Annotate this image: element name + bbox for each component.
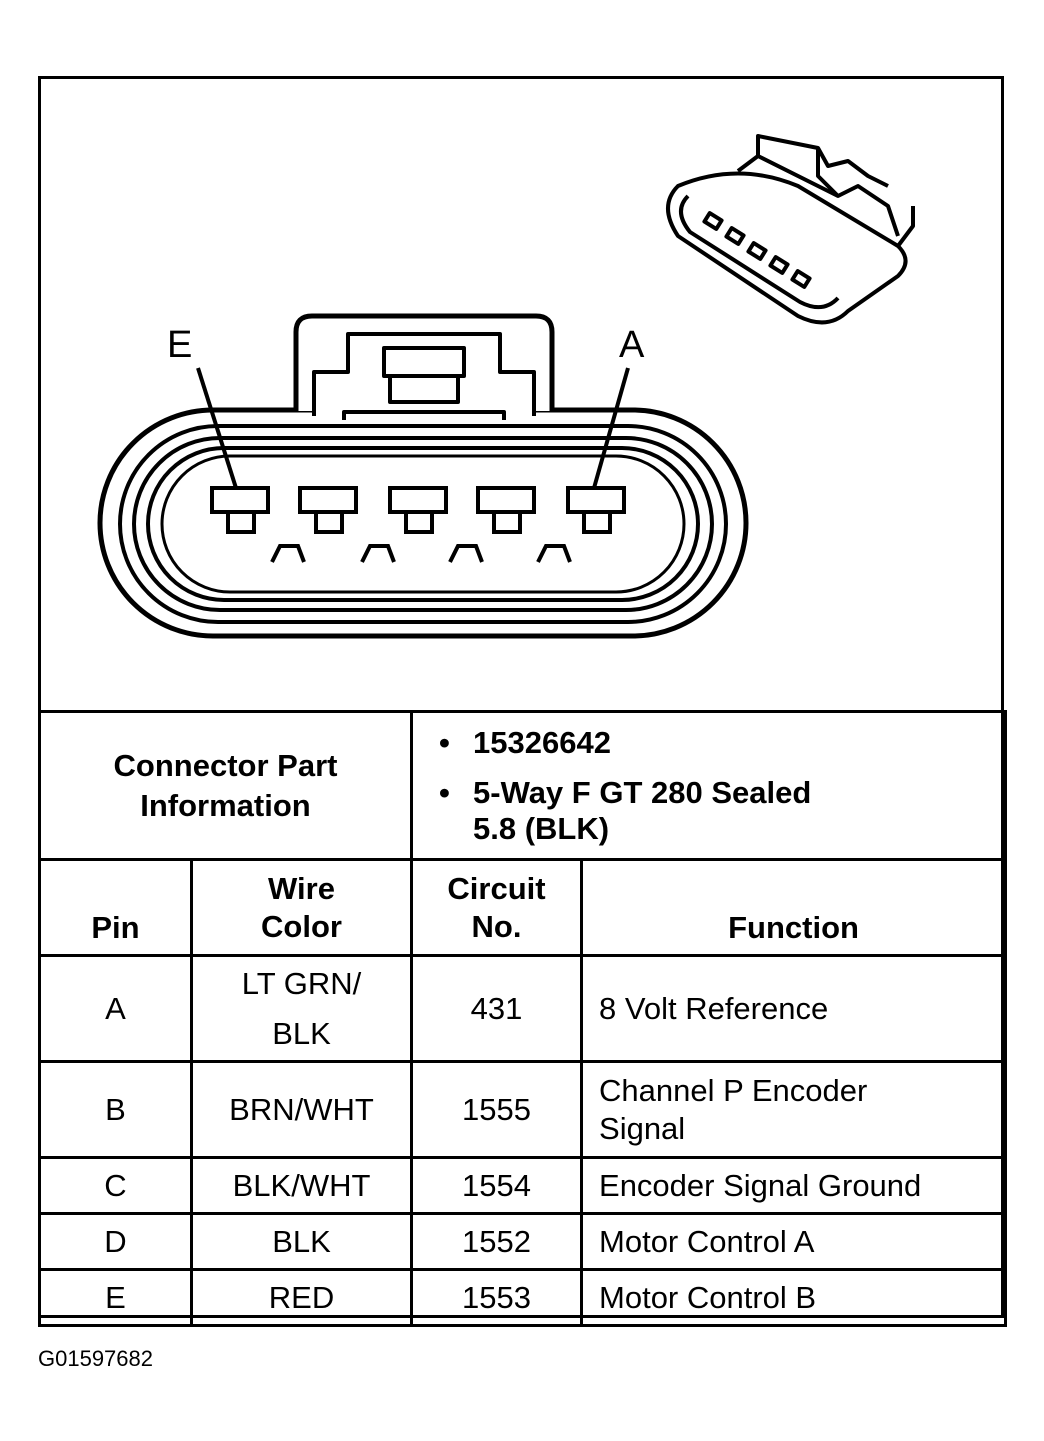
table-header-row: Pin Wire Color Circuit No. Function	[38, 858, 1008, 957]
wire-color-cell: RED	[189, 1268, 414, 1327]
terminal-cavities	[210, 486, 626, 534]
circuit-cell: 1553	[410, 1268, 584, 1327]
header-circuit: Circuit No.	[410, 858, 584, 957]
info-label-line1: Connector Part	[113, 747, 338, 783]
function-line1: Channel P Encoder	[599, 1072, 868, 1108]
pin-cell: D	[38, 1212, 193, 1271]
pin-leader-lines	[196, 367, 630, 489]
table-row: B BRN/WHT 1555 Channel P Encoder Signal	[38, 1060, 1008, 1159]
pin-cell: E	[38, 1268, 193, 1327]
connector-description-cont: 5.8 (BLK)	[473, 810, 610, 846]
function-cell: Motor Control B	[580, 1268, 1008, 1327]
header-circuit-line2: No.	[471, 908, 522, 944]
connector-face-drawing	[97, 134, 915, 639]
pin-cell: C	[38, 1156, 193, 1215]
connector-table: Connector Part Information • 15326642 • 5-…	[37, 710, 1008, 1327]
connector-description: 5-Way F GT 280 Sealed	[473, 774, 812, 810]
wire-color-line2: BLK	[272, 1015, 331, 1051]
terminal-e	[210, 486, 270, 534]
wire-color-cell: BRN/WHT	[189, 1060, 414, 1159]
circuit-cell: 1555	[410, 1060, 584, 1159]
circuit-cell: 1554	[410, 1156, 584, 1215]
wire-color-cell: BLK/WHT	[189, 1156, 414, 1215]
figure-id: G01597682	[38, 1346, 153, 1371]
wire-color-cell: BLK	[189, 1212, 414, 1271]
connector-face	[97, 313, 749, 639]
header-wire-color-line1: Wire	[268, 870, 335, 906]
terminal-c	[388, 486, 448, 534]
terminal-b	[476, 486, 536, 534]
connector-diagram: E A	[38, 76, 1004, 710]
header-pin: Pin	[38, 858, 193, 957]
pin-label-a: A	[619, 324, 645, 366]
connector-info-values: • 15326642 • 5-Way F GT 280 Sealed 5.8 (BL…	[410, 710, 1008, 861]
bullet-icon: •	[439, 724, 450, 760]
wire-color-cell: LT GRN/ BLK	[189, 954, 414, 1063]
table-row: E RED 1553 Motor Control B	[38, 1268, 1008, 1327]
circuit-cell: 1552	[410, 1212, 584, 1271]
header-wire-color-line2: Color	[261, 908, 342, 944]
circuit-cell: 431	[410, 954, 584, 1063]
pin-cell: A	[38, 954, 193, 1063]
pin-label-e: E	[167, 324, 193, 366]
pin-cell: B	[38, 1060, 193, 1159]
function-line2: Signal	[599, 1110, 686, 1146]
part-number: 15326642	[473, 724, 611, 760]
terminal-a	[566, 486, 626, 534]
connector-3d-view	[666, 134, 915, 325]
table-row: D BLK 1552 Motor Control A	[38, 1212, 1008, 1271]
table-row: C BLK/WHT 1554 Encoder Signal Ground	[38, 1156, 1008, 1215]
terminal-d	[298, 486, 358, 534]
info-label-line2: Information	[140, 787, 311, 823]
bullet-icon: •	[439, 774, 450, 810]
connector-info-label: Connector Part Information	[37, 710, 414, 861]
function-cell: Channel P Encoder Signal	[580, 1060, 1008, 1159]
header-function: Function	[580, 858, 1008, 957]
function-cell: 8 Volt Reference	[580, 954, 1008, 1063]
function-cell: Motor Control A	[580, 1212, 1008, 1271]
function-cell: Encoder Signal Ground	[580, 1156, 1008, 1215]
keying-ribs	[270, 544, 572, 563]
header-wire-color: Wire Color	[189, 858, 414, 957]
wire-color-line1: LT GRN/	[241, 965, 362, 1001]
connector-info-row: Connector Part Information • 15326642 • 5-…	[37, 710, 1008, 861]
table-row: A LT GRN/ BLK 431 8 Volt Reference	[38, 954, 1008, 1063]
header-circuit-line1: Circuit	[447, 870, 546, 906]
